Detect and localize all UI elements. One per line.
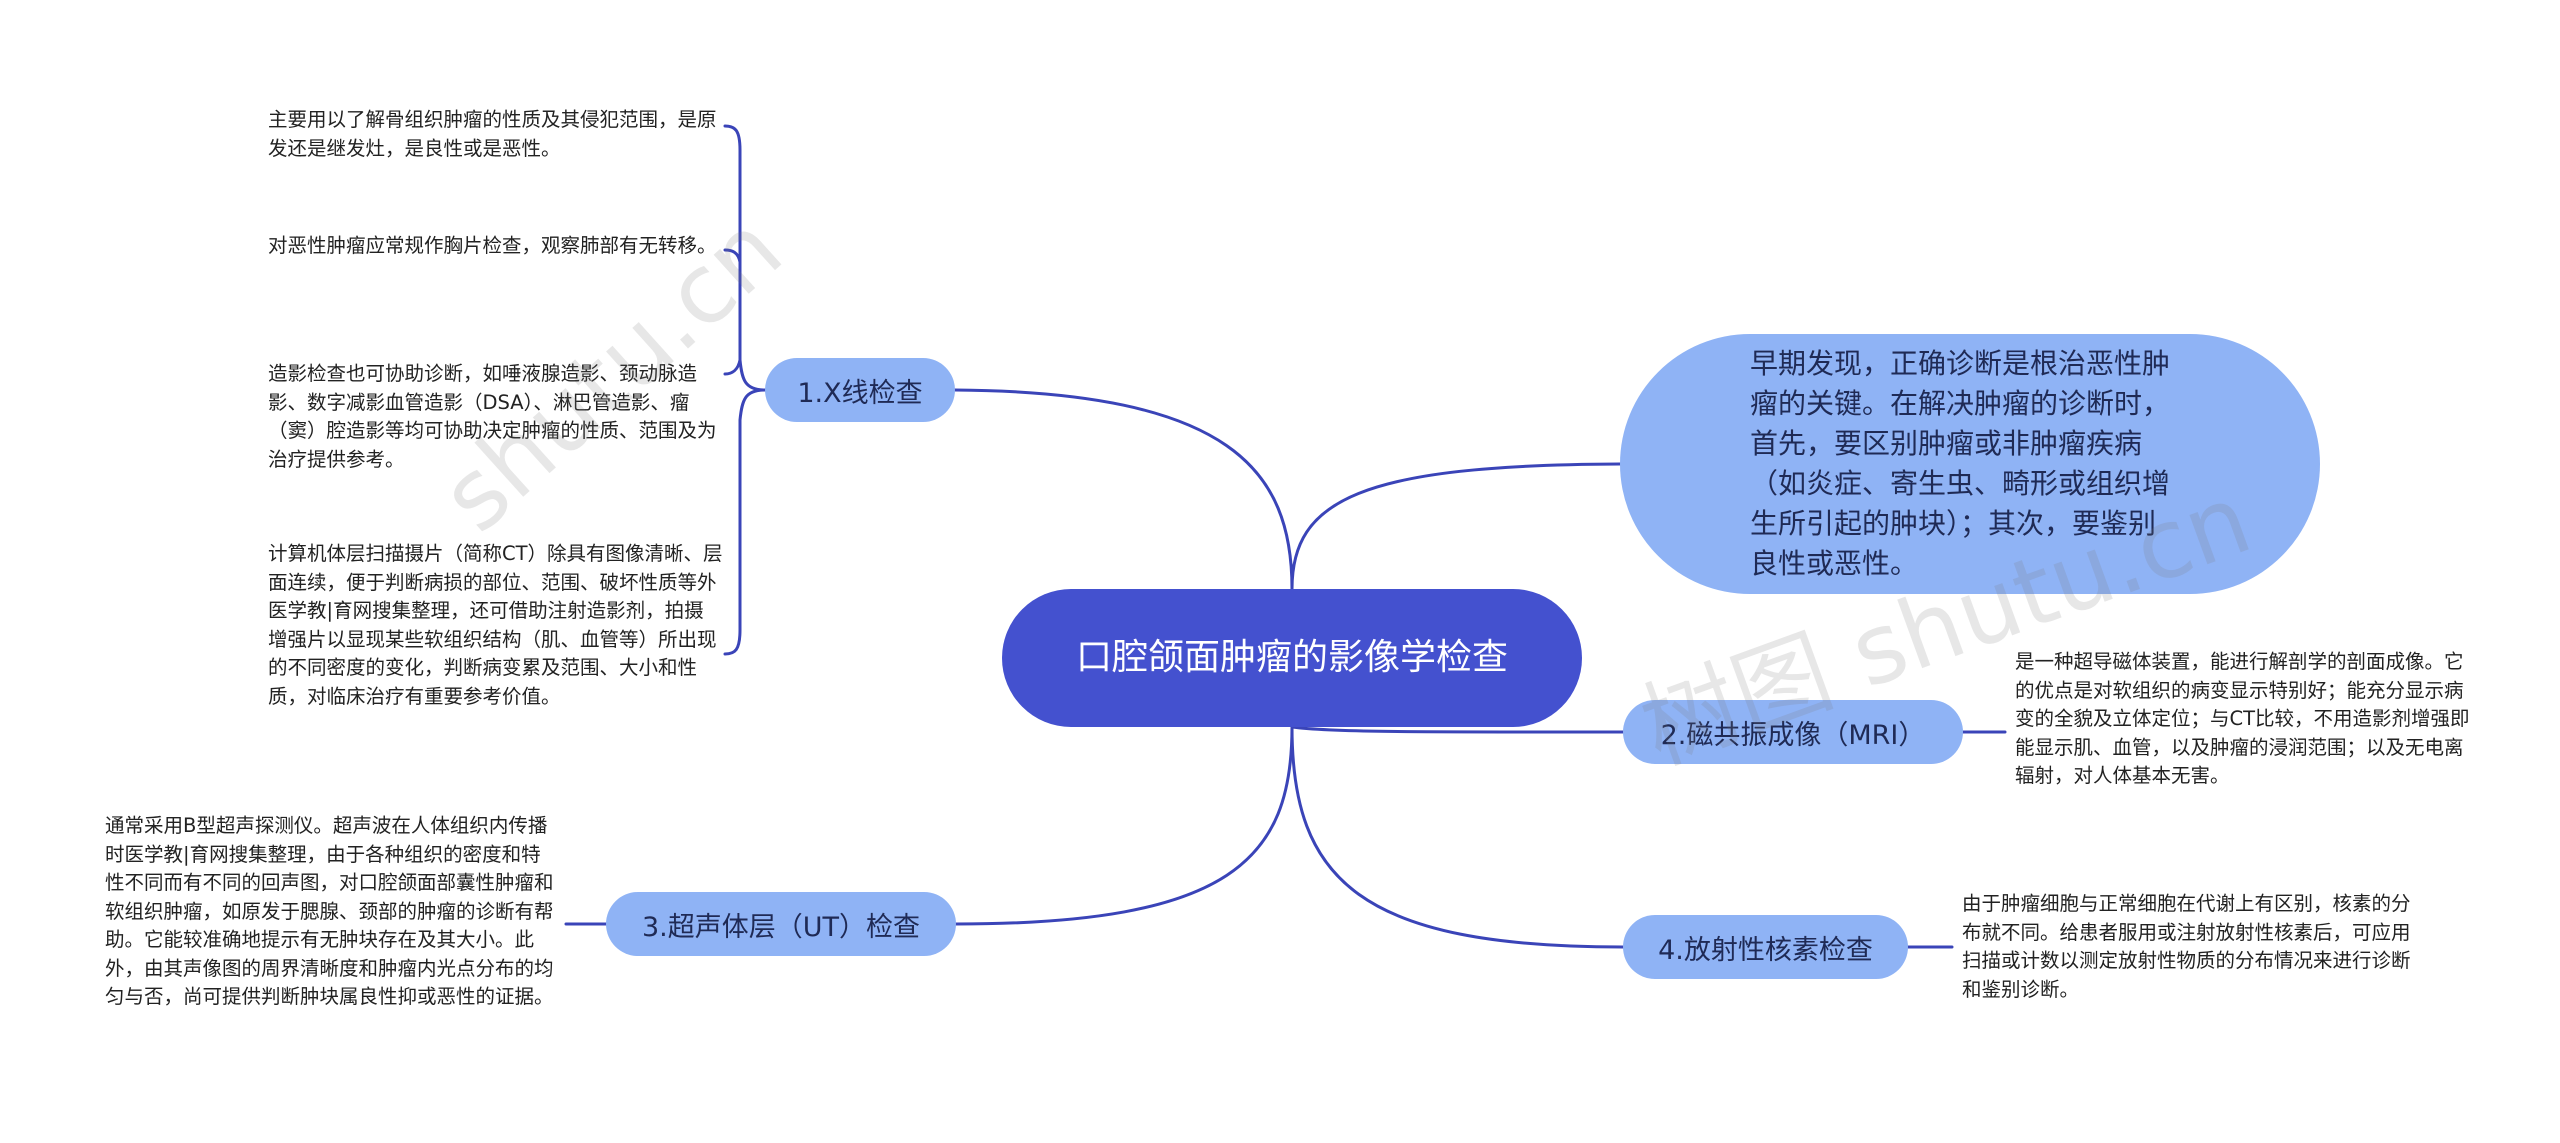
link-xray-bracket xyxy=(723,124,767,392)
branch-xray[interactable]: 1.X线检查 xyxy=(765,358,955,422)
link-root-ultrasound xyxy=(954,725,1294,926)
root-title: 口腔颌面肿瘤的影像学检查 xyxy=(1075,637,1508,678)
branch-xray-label: 1.X线检查 xyxy=(797,377,923,409)
link-root-xray xyxy=(953,388,1294,591)
link-xray-bracket-lower xyxy=(723,388,767,656)
leaf-nuclear: 由于肿瘤细胞与正常细胞在代谢上有区别，核素的分布就不同。给患者服用或注射放射性核… xyxy=(1962,892,2411,1001)
branch-mri[interactable]: 2.磁共振成像（MRI） xyxy=(1623,700,1963,764)
link-xray-leaf3 xyxy=(723,358,742,376)
leaf-mri: 是一种超导磁体装置，能进行解剖学的剖面成像。它的优点是对软组织的病变显示特别好；… xyxy=(2015,650,2470,787)
intro-bubble[interactable]: 早期发现，正确诊断是根治恶性肿瘤的关键。在解决肿瘤的诊断时，首先，要区别肿瘤或非… xyxy=(1620,334,2320,594)
leaf-xray-bone: 主要用以了解骨组织肿瘤的性质及其侵犯范围，是原发还是继发灶，是良性或是恶性。 xyxy=(268,108,717,160)
root-node[interactable]: 口腔颌面肿瘤的影像学检查 xyxy=(1002,589,1582,727)
link-root-nuclear xyxy=(1290,725,1625,949)
leaf-xray-angiography: 造影检查也可协助诊断，如唾液腺造影、颈动脉造影、数字减影血管造影（DSA）、淋巴… xyxy=(268,362,717,471)
intro-text: 早期发现，正确诊断是根治恶性肿瘤的关键。在解决肿瘤的诊断时，首先，要区别肿瘤或非… xyxy=(1750,347,2171,580)
branch-ultrasound-label: 3.超声体层（UT）检查 xyxy=(641,911,920,943)
branch-nuclear-label: 4.放射性核素检查 xyxy=(1658,934,1873,966)
leaf-xray-chest: 对恶性肿瘤应常规作胸片检查，观察肺部有无转移。 xyxy=(268,234,717,257)
branch-ultrasound[interactable]: 3.超声体层（UT）检查 xyxy=(606,892,956,956)
link-root-intro xyxy=(1290,462,1622,591)
branch-mri-label: 2.磁共振成像（MRI） xyxy=(1660,719,1926,751)
link-xray-leaf2 xyxy=(723,248,742,264)
leaf-xray-ct: 计算机体层扫描摄片（简称CT）除具有图像清晰、层面连续，便于判断病损的部位、范围… xyxy=(268,542,723,708)
leaf-ultrasound: 通常采用B型超声探测仪。超声波在人体组织内传播时医学教|育网搜集整理，由于各种组… xyxy=(105,814,554,1008)
link-root-mri xyxy=(1290,725,1625,734)
branch-nuclear[interactable]: 4.放射性核素检查 xyxy=(1623,915,1908,979)
